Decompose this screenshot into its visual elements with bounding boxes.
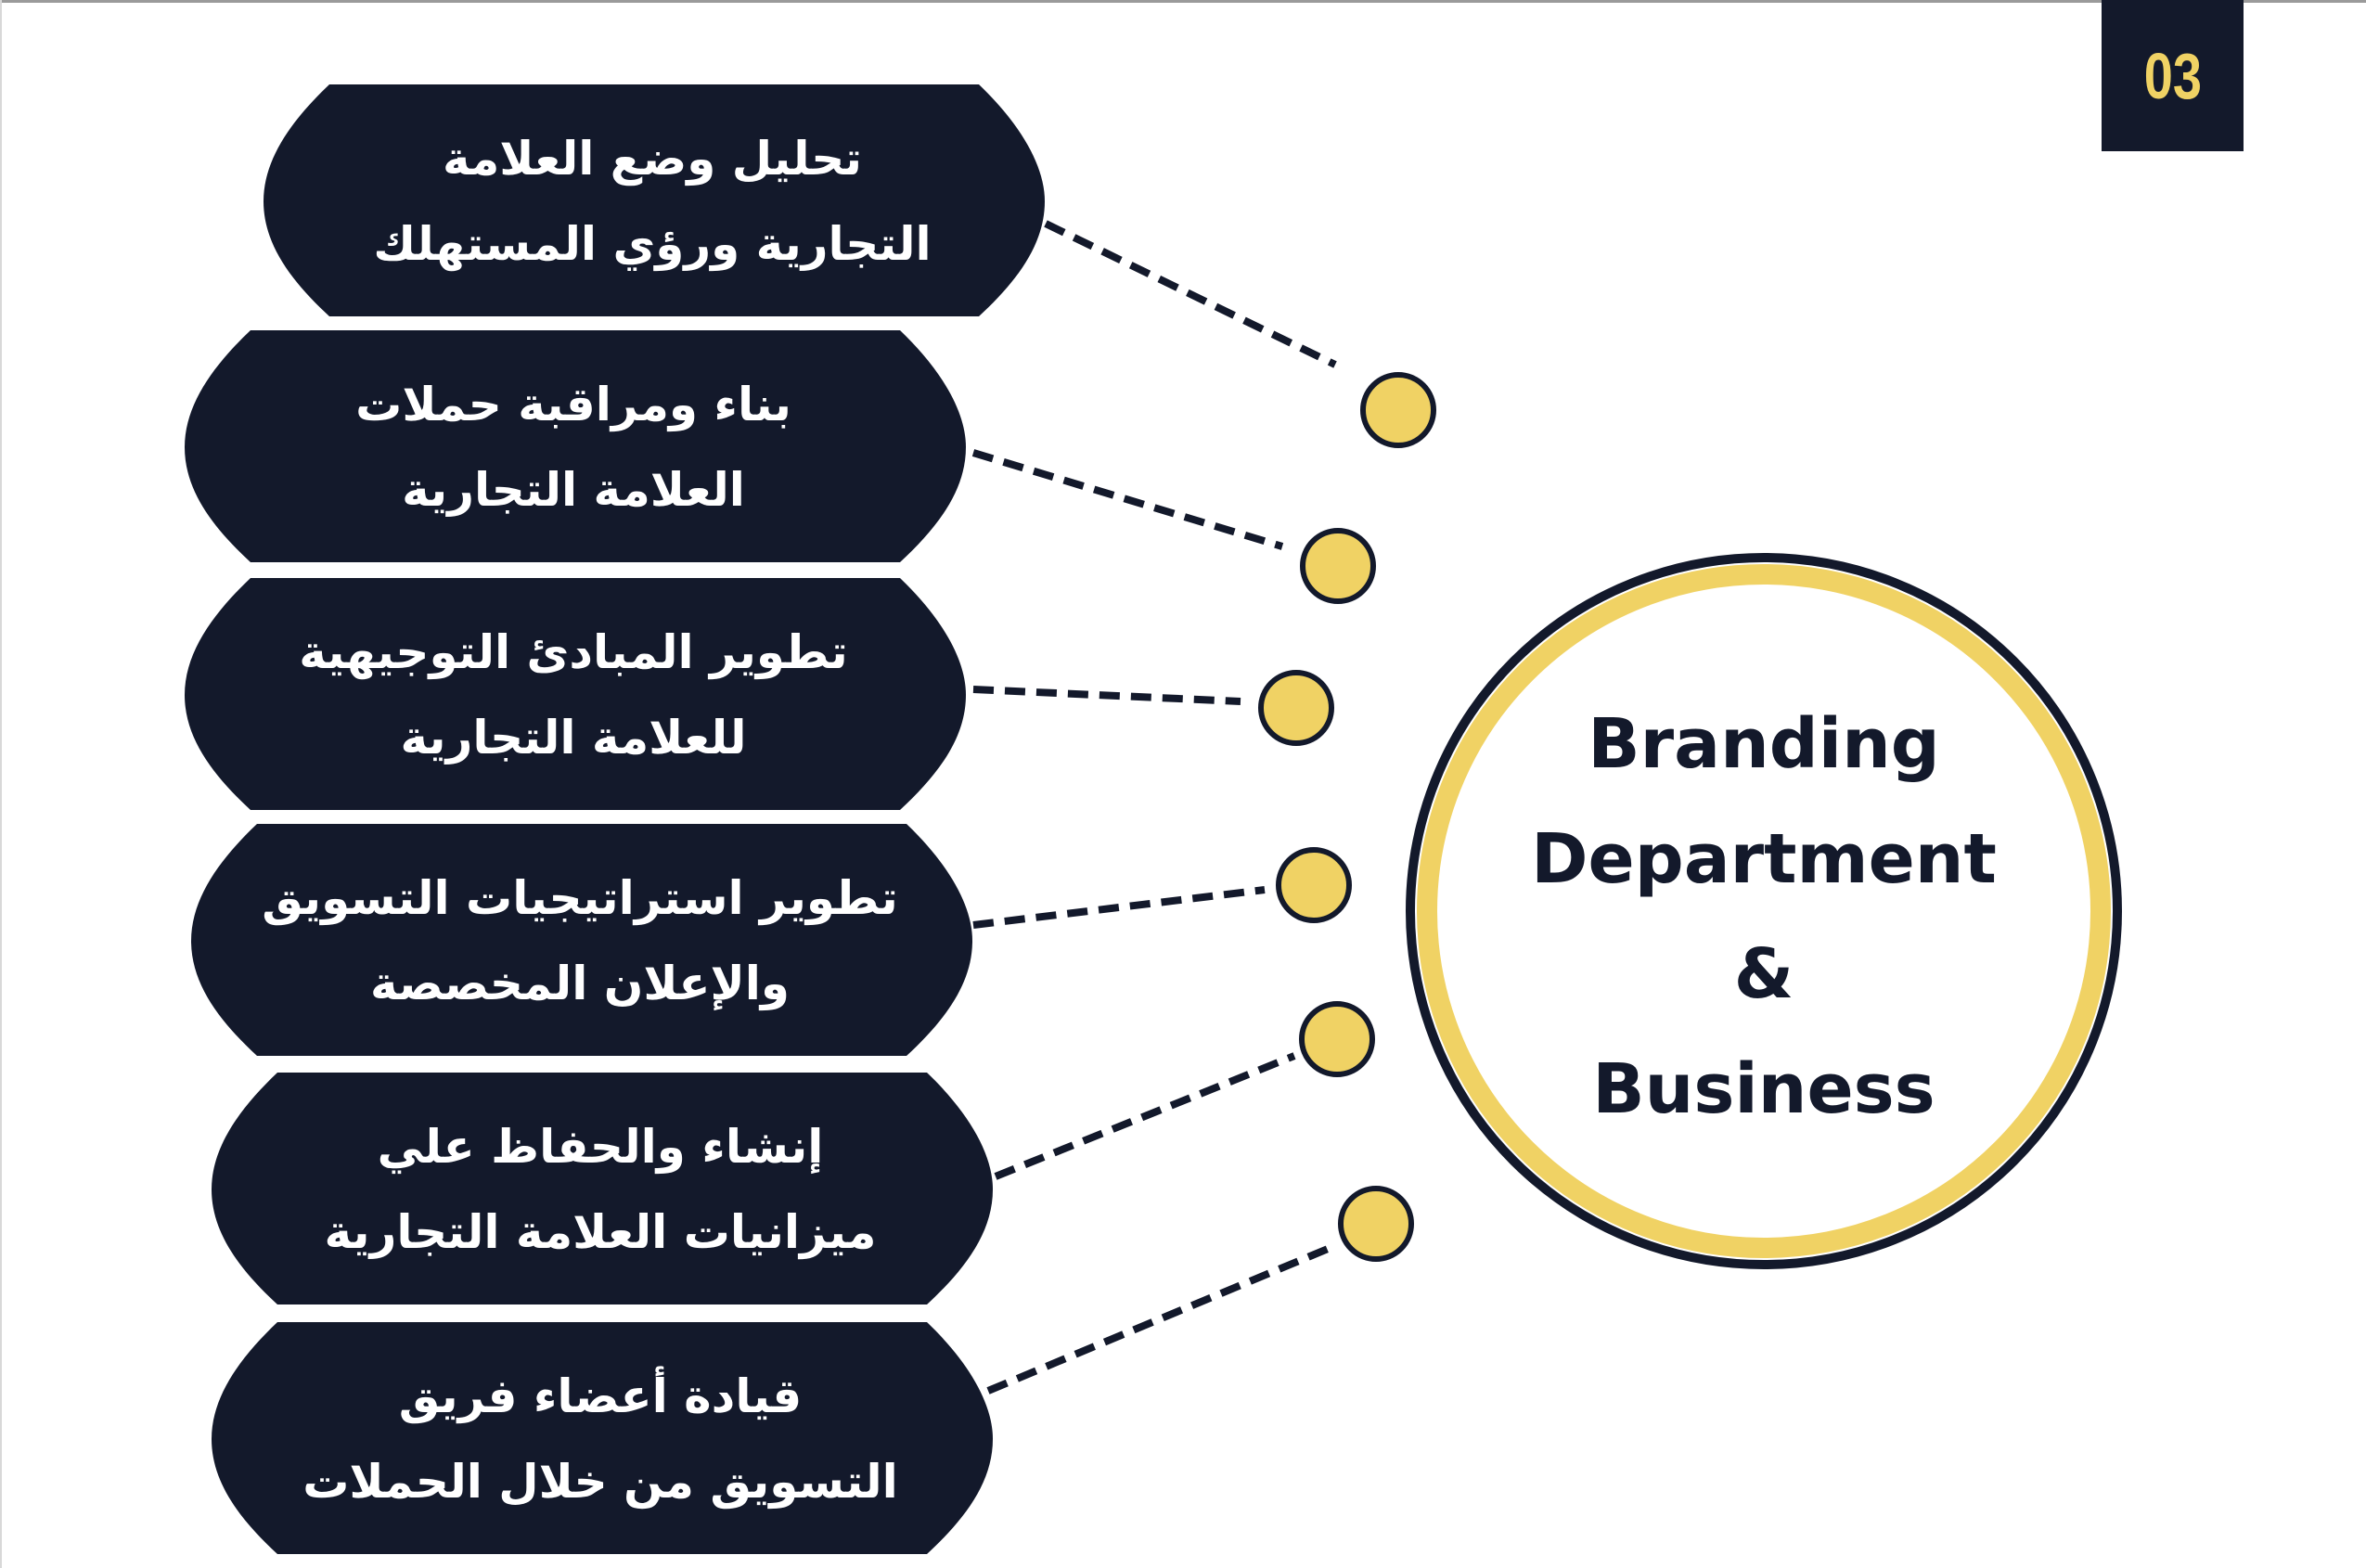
center-line-4: Business [1592, 1049, 1935, 1129]
connector-dot-3 [1258, 670, 1334, 746]
item-line-1: قيادة أعضاء فريق [398, 1369, 803, 1423]
item-line-1: تطوير استراتيجيات التسويق [262, 871, 898, 925]
item-line-2: للعلامة التجارية [400, 711, 747, 765]
item-pill-3: تطوير المبادئ التوجيهية للعلامة التجارية [181, 576, 966, 814]
left-border [0, 0, 2, 1568]
item-line-2: والإعلان المخصصة [370, 957, 790, 1010]
item-line-2: العلامة التجارية [402, 463, 745, 517]
connector-line-4 [972, 886, 1266, 929]
item-pill-6: قيادة أعضاء فريق التسويق من خلال الحملات [208, 1320, 993, 1558]
pill-shape [185, 330, 966, 562]
connector-dot-5 [1299, 1001, 1375, 1077]
connector-dot-4 [1276, 847, 1352, 923]
item-pill-2: بناء ومراقبة حملات العلامة التجارية [181, 328, 966, 566]
item-line-2: التسويق من خلال الحملات [302, 1455, 898, 1509]
connector-line-5 [994, 1052, 1296, 1180]
center-circle-ring [1417, 564, 2111, 1258]
page-number: 03 [2143, 39, 2202, 112]
connector-line-6 [986, 1245, 1330, 1394]
pill-shape [191, 824, 972, 1056]
connector-dot-6 [1338, 1186, 1414, 1262]
center-line-1: Branding [1588, 704, 1940, 784]
connector-dot-2 [1300, 528, 1376, 604]
item-pill-5: إنشاء والحفاظ علي ميزانيات العلامة التجار… [208, 1071, 993, 1308]
item-line-1: بناء ومراقبة حملات [355, 378, 791, 431]
connector-dot-1 [1360, 372, 1436, 448]
item-line-2: ميزانيات العلامة التجارية [324, 1205, 877, 1259]
pill-shape [264, 84, 1045, 316]
item-line-1: إنشاء والحفاظ علي [377, 1120, 824, 1174]
item-line-1: تطوير المبادئ التوجيهية [299, 625, 848, 679]
pill-shape [212, 1073, 993, 1305]
connector-line-3 [972, 686, 1241, 705]
connector-line-2 [971, 449, 1284, 550]
center-line-2: Department [1531, 819, 1997, 899]
item-pill-1: تحليل وضع العلامة التجارية ورؤي المستهلك [260, 83, 1045, 320]
item-line-1: تحليل وضع العلامة [443, 132, 863, 186]
center-title: Branding Department & Business [1407, 687, 2121, 1147]
item-line-2: التجارية ورؤي المستهلك [373, 217, 932, 271]
page-number-badge: 03 [2102, 0, 2244, 151]
connector-line-1 [1044, 220, 1337, 368]
pill-shape [212, 1322, 993, 1554]
pill-shape [185, 578, 966, 810]
center-line-3: & [1733, 934, 1794, 1014]
item-pill-4: تطوير استراتيجيات التسويق والإعلان المخصص… [187, 822, 972, 1060]
top-border [0, 0, 2366, 3]
